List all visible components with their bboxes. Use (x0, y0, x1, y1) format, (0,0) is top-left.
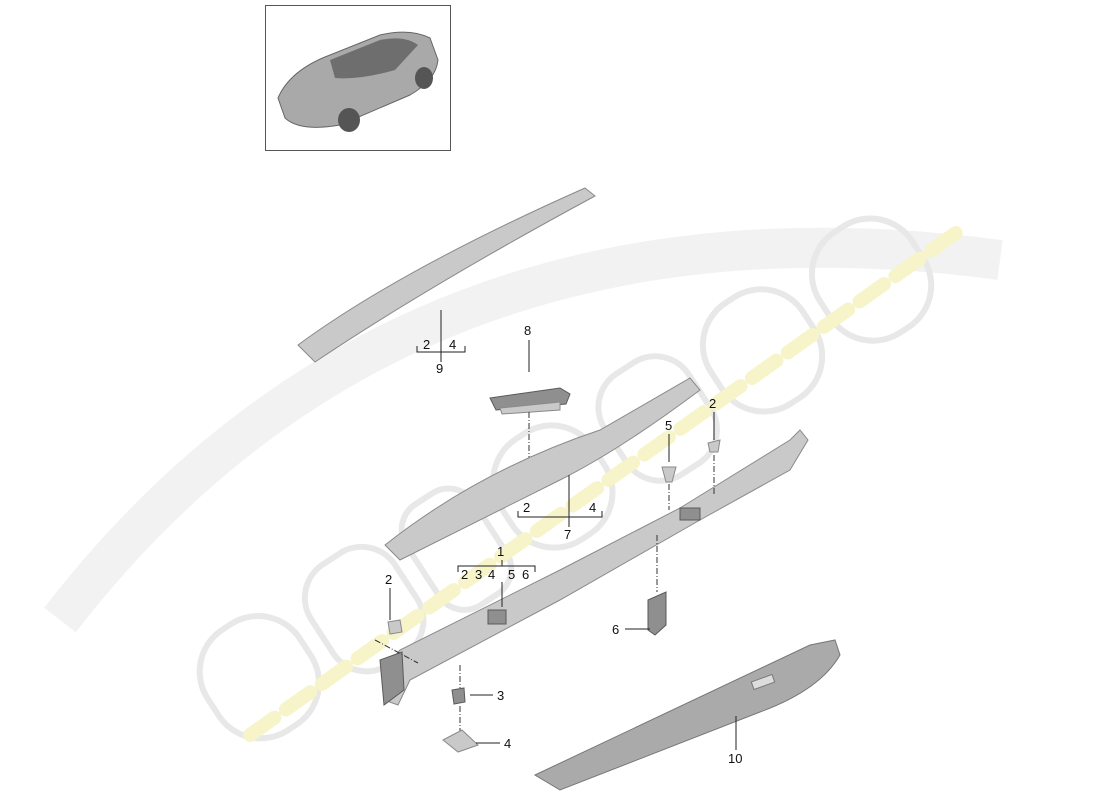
callout-5[interactable]: 5 (665, 418, 672, 433)
callout-8[interactable]: 8 (524, 323, 531, 338)
callout-9-sub-4: 4 (449, 337, 456, 352)
callout-1-sub-3: 3 (475, 567, 482, 582)
part-6-bracket[interactable] (647, 591, 667, 636)
callout-3[interactable]: 3 (497, 688, 504, 703)
callout-10[interactable]: 10 (728, 751, 742, 766)
callout-6[interactable]: 6 (612, 622, 619, 637)
callout-1-sub-5: 5 (508, 567, 515, 582)
part-10-entry-guard[interactable] (533, 639, 841, 791)
part-7-sill-cover[interactable] (384, 377, 701, 561)
callout-1-sub-4: 4 (488, 567, 495, 582)
callout-1[interactable]: 1 (497, 544, 504, 559)
callout-4[interactable]: 4 (504, 736, 511, 751)
callout-9[interactable]: 9 (436, 361, 443, 376)
part-3-clip[interactable] (451, 687, 466, 705)
part-9-upper-trim[interactable] (297, 187, 596, 363)
part-4-pad[interactable] (442, 729, 479, 753)
callout-2-right[interactable]: 2 (709, 396, 716, 411)
callout-9-sub-2: 2 (423, 337, 430, 352)
callout-1-sub-6: 6 (522, 567, 529, 582)
callout-2-left[interactable]: 2 (385, 572, 392, 587)
part-2-clip-left[interactable] (387, 619, 403, 635)
car-overview-icon (277, 31, 439, 132)
part-5-plug[interactable] (661, 466, 677, 483)
part-1-carrier-rail[interactable] (379, 429, 809, 706)
watermark-tagline-band (243, 223, 967, 742)
callout-7[interactable]: 7 (564, 527, 571, 542)
part-2-clip-right[interactable] (707, 439, 721, 453)
callout-7-sub-2: 2 (523, 500, 530, 515)
part-8-light[interactable] (489, 387, 571, 415)
car-thumbnail[interactable] (265, 5, 451, 151)
callout-1-sub-2: 2 (461, 567, 468, 582)
callout-7-sub-4: 4 (589, 500, 596, 515)
